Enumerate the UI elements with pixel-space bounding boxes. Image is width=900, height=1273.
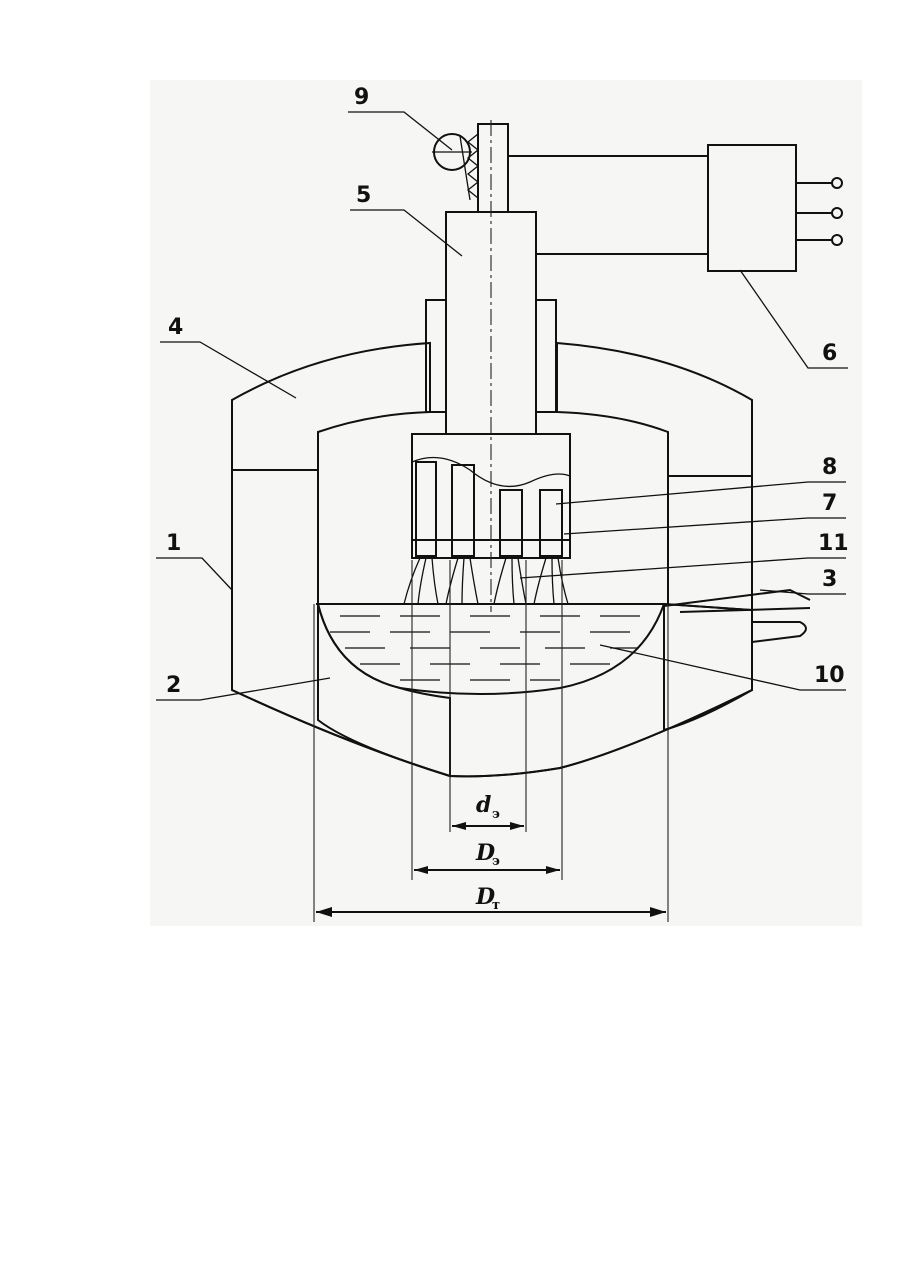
label-7: 7 bbox=[822, 491, 837, 516]
label-2: 2 bbox=[166, 673, 181, 698]
label-11: 11 bbox=[818, 531, 849, 556]
scan-background bbox=[150, 80, 862, 926]
label-5: 5 bbox=[356, 183, 371, 208]
label-4: 4 bbox=[168, 315, 183, 340]
svg-text:т: т bbox=[492, 898, 500, 913]
label-8: 8 bbox=[822, 455, 837, 480]
svg-text:d: d bbox=[476, 792, 491, 818]
svg-text:э: э bbox=[492, 807, 500, 822]
svg-text:э: э bbox=[492, 854, 500, 869]
label-9: 9 bbox=[354, 85, 369, 110]
label-6: 6 bbox=[822, 341, 837, 366]
label-3: 3 bbox=[822, 567, 837, 592]
label-1: 1 bbox=[166, 531, 181, 556]
label-10: 10 bbox=[814, 663, 845, 688]
